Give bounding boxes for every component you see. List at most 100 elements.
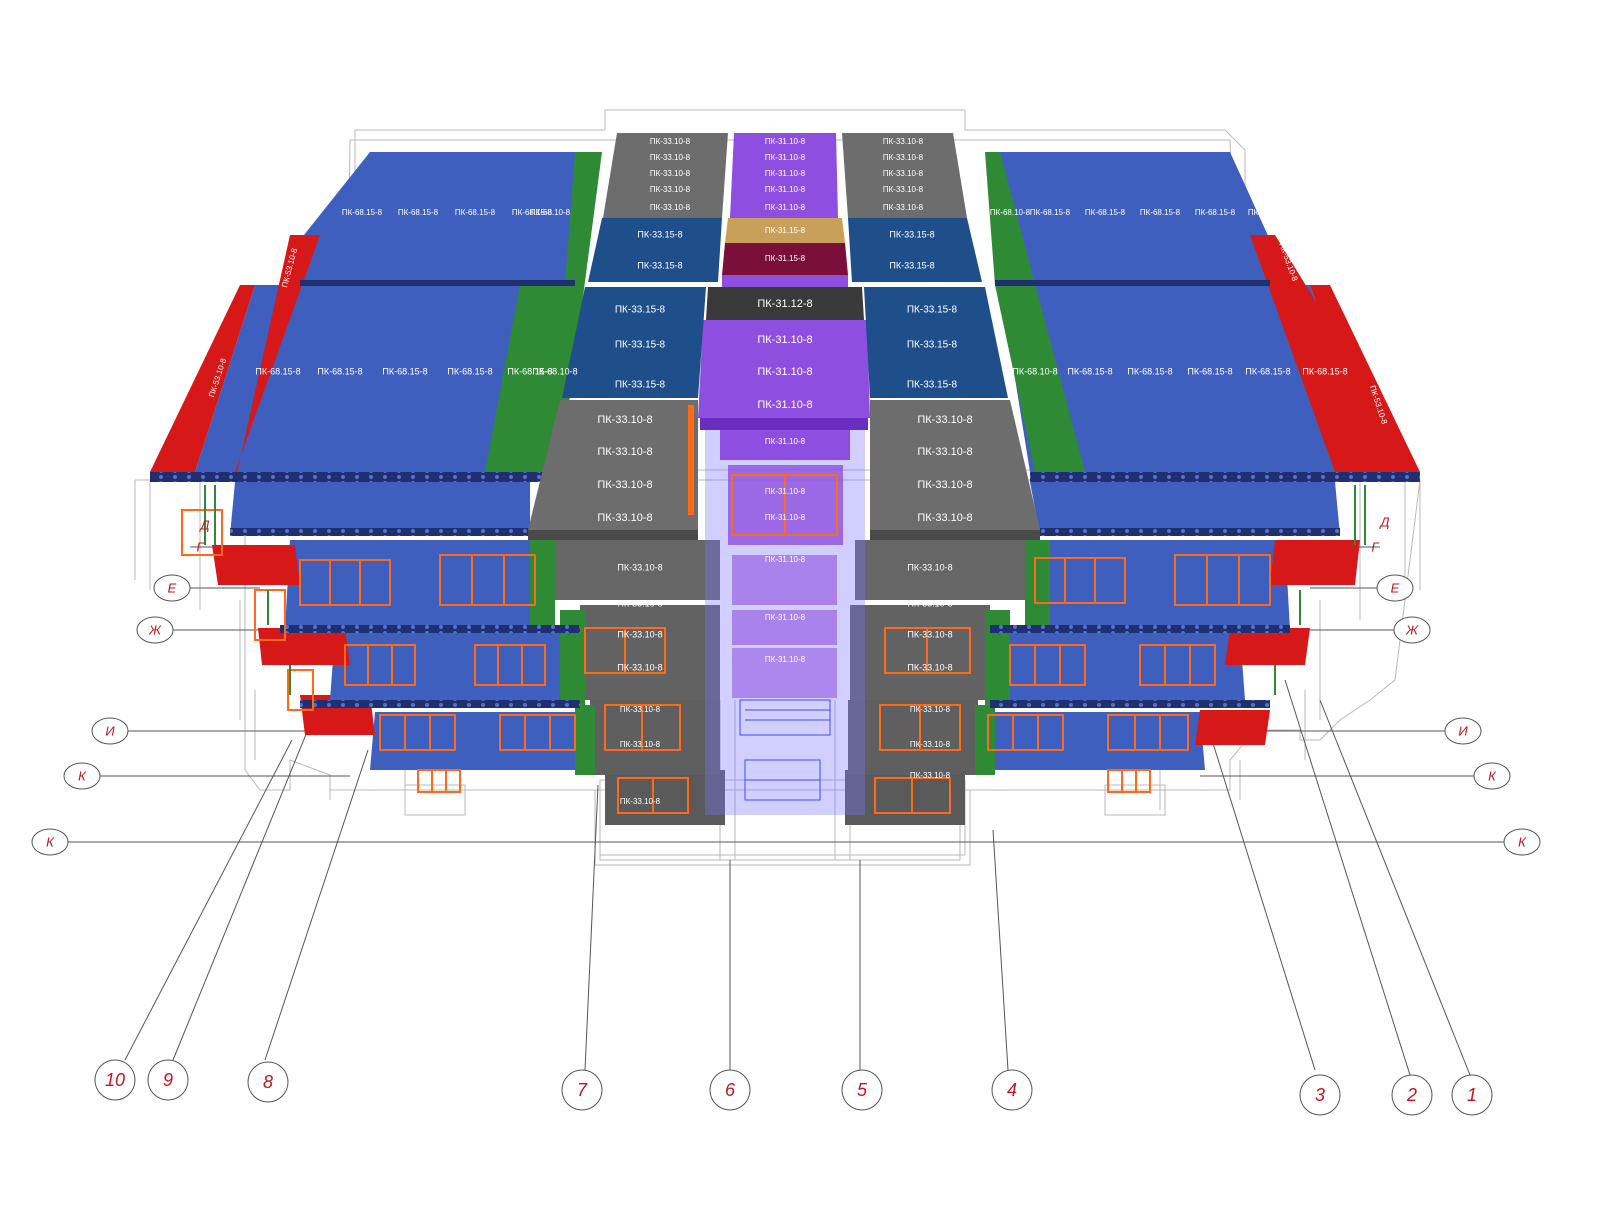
slab-label-blue: ПК-33.15-8 xyxy=(889,260,934,270)
slab-label-gold: ПК-31.15-8 xyxy=(765,226,806,235)
slab-label-gray: ПК-33.10-8 xyxy=(917,414,972,426)
row-axis-right-4: И xyxy=(1444,717,1482,745)
column-axis-1: 9 xyxy=(147,1059,189,1101)
blue-stack-mid-left xyxy=(562,287,706,398)
row-axis-left-6-label: К xyxy=(46,834,55,849)
slab-label-wing: ПК-68.15-8 xyxy=(507,366,552,376)
slab-label-purple: ПК-31.10-8 xyxy=(765,437,806,446)
row-axis-left-5: К xyxy=(63,762,101,790)
dark-slab-mid xyxy=(706,287,864,320)
slab-label-gray: ПК-33.10-8 xyxy=(617,598,662,608)
green-columns xyxy=(204,485,1366,695)
column-axis-5: 5 xyxy=(841,1069,883,1111)
row-axis-right-5: К xyxy=(1473,762,1511,790)
slab-label-purple: ПК-31.10-8 xyxy=(765,153,806,162)
slab-label-gray: ПК-33.10-8 xyxy=(883,203,924,212)
slab-label-gray: ПК-33.10-8 xyxy=(597,479,652,491)
wing-slab-upper-left xyxy=(300,152,575,282)
column-axis-0: 10 xyxy=(94,1059,136,1101)
slab-label-wing: ПК-68.10-8 xyxy=(532,366,577,376)
slab-label-gray: ПК-33.10-8 xyxy=(910,771,951,780)
slab-label-wing: ПК-68.15-8 xyxy=(1187,366,1232,376)
row-axis-left-3: Ж xyxy=(136,616,174,644)
slab-label-gray: ПК-33.10-8 xyxy=(597,414,652,426)
wing-slab-lower-right xyxy=(1000,285,1375,472)
slab-label-blue: ПК-33.15-8 xyxy=(615,340,666,351)
row-axis-right-2-label: Е xyxy=(1391,580,1400,595)
row-axis-right-0-label: Д xyxy=(1378,514,1389,529)
slab-label-wing: ПК-68.15-8 xyxy=(1245,366,1290,376)
red-edge-left xyxy=(150,235,320,482)
slab-label-gray: ПК-33.10-8 xyxy=(883,185,924,194)
slab-label-blue: ПК-33.15-8 xyxy=(615,380,666,391)
wing-slab-lower-left xyxy=(195,285,565,472)
slab-label-gray: ПК-33.10-8 xyxy=(650,203,691,212)
row-axis-right-0: Д xyxy=(1378,514,1389,529)
slab-label-wing: ПК-68.15-8 xyxy=(1140,208,1181,217)
slab-label-purple: ПК-31.10-8 xyxy=(765,169,806,178)
slab-label-wing: ПК-68.15-8 xyxy=(1085,208,1126,217)
column-axis-6-label: 4 xyxy=(1007,1080,1017,1100)
column-axis-3-label: 7 xyxy=(577,1080,588,1100)
slab-label-gray: ПК-33.10-8 xyxy=(910,705,951,714)
slab-label-blue: ПК-33.15-8 xyxy=(907,305,958,316)
column-axis-3: 7 xyxy=(561,1069,603,1111)
slab-label-maroon: ПК-31.15-8 xyxy=(765,254,806,263)
column-axis-7-label: 3 xyxy=(1315,1085,1325,1105)
column-axis-8: 2 xyxy=(1391,1074,1433,1116)
slab-label-wing: ПК-68.15-8 xyxy=(1302,366,1347,376)
slab-label-dark: ПК-31.12-8 xyxy=(757,298,812,310)
slab-label-purple: ПК-31.10-8 xyxy=(765,137,806,146)
slab-label-blue: ПК-33.15-8 xyxy=(907,340,958,351)
gray-stack-top-left xyxy=(603,133,728,218)
column-axis-1-label: 9 xyxy=(163,1070,173,1090)
slab-label-gray: ПК-33.10-8 xyxy=(650,137,691,146)
column-axis-8-label: 2 xyxy=(1406,1085,1417,1105)
slab-label-wing: ПК-68.15-8 xyxy=(1067,366,1112,376)
column-axis-9: 1 xyxy=(1451,1074,1493,1116)
slab-label-gray: ПК-33.10-8 xyxy=(650,153,691,162)
slab-label-purple: ПК-31.10-8 xyxy=(765,203,806,212)
slab-label-gray: ПК-33.10-8 xyxy=(617,629,662,639)
slab-label-purple: ПК-31.10-8 xyxy=(765,655,806,664)
slab-label-purple: ПК-31.10-8 xyxy=(765,555,806,564)
wing-slab-upper-right xyxy=(990,152,1270,282)
slab-label-gray: ПК-33.10-8 xyxy=(617,562,662,572)
window-frames xyxy=(181,474,1271,814)
slab-label-blue: ПК-33.15-8 xyxy=(637,260,682,270)
slab-label-gray: ПК-33.10-8 xyxy=(883,137,924,146)
slab-label-wing: ПК-68.15-8 xyxy=(1127,366,1172,376)
gray-stack-mid-left xyxy=(528,400,698,530)
slab-label-purple: ПК-31.10-8 xyxy=(765,185,806,194)
row-axis-left-3-label: Ж xyxy=(148,622,162,637)
slab-label-purple: ПК-31.10-8 xyxy=(757,399,812,411)
row-axis-left-1: Г xyxy=(196,539,204,554)
slab-label-gray: ПК-33.10-8 xyxy=(650,169,691,178)
column-axis-7: 3 xyxy=(1299,1074,1341,1116)
column-axis-9-label: 1 xyxy=(1467,1085,1477,1105)
slab-label-wing: ПК-68.15-8 xyxy=(1195,208,1236,217)
slab-label-blue: ПК-33.15-8 xyxy=(907,380,958,391)
slab-label-gray: ПК-33.10-8 xyxy=(917,512,972,524)
floor-level-3 xyxy=(212,540,1360,633)
slab-label-gray: ПК-33.10-8 xyxy=(907,629,952,639)
column-axis-4: 6 xyxy=(709,1069,751,1111)
slab-label-wing: ПК-68.10-8 xyxy=(530,208,571,217)
slab-label-wing: ПК-68.15-8 xyxy=(342,208,383,217)
slab-label-gray: ПК-33.10-8 xyxy=(883,153,924,162)
slab-label-wing: ПК-68.15-8 xyxy=(317,366,362,376)
slab-label-wing: ПК-68.10-8 xyxy=(1012,366,1057,376)
slab-label-wing: ПК-68.15-8 xyxy=(398,208,439,217)
slab-label-purple: ПК-31.10-8 xyxy=(757,366,812,378)
slab-label-wing: ПК-68.15-8 xyxy=(1248,208,1289,217)
slab-label-blue: ПК-33.15-8 xyxy=(615,305,666,316)
slab-label-wing: ПК-68.15-8 xyxy=(447,366,492,376)
row-axis-left-0: Д xyxy=(198,517,209,532)
row-axis-left-5-label: К xyxy=(78,768,87,783)
row-axis-left-2-label: Е xyxy=(168,580,177,595)
purple-stack-top xyxy=(730,133,838,218)
slab-label-wing: ПК-68.15-8 xyxy=(1030,208,1071,217)
